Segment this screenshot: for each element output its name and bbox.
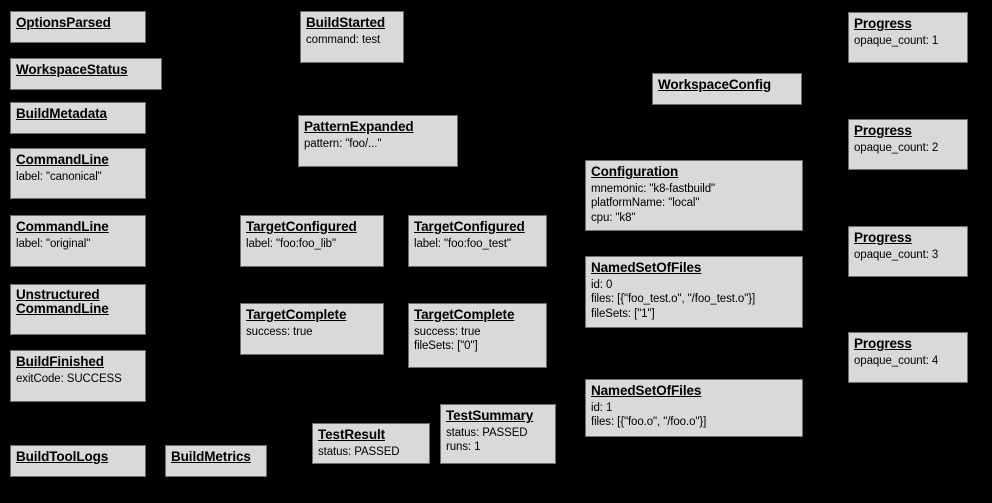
node-field: label: "foo:foo_test" <box>414 238 511 250</box>
node-field: fileSets: ["0"] <box>414 340 478 353</box>
node-field: status: PASSED <box>318 446 400 458</box>
node-field: pattern: "foo/..." <box>304 138 382 150</box>
node-fields: status: PASSED runs: 1 <box>446 426 550 455</box>
node-fields: success: true <box>246 325 378 339</box>
node-fields: label: "foo:foo_test" <box>414 237 541 251</box>
node-fields: pattern: "foo/..." <box>304 137 452 151</box>
node-title: BuildMetrics <box>171 449 251 464</box>
node-fields: opaque_count: 1 <box>854 34 962 48</box>
node-fields: id: 0 files: [{"foo_test.o", "/foo_test.o… <box>591 278 797 321</box>
graph-node-test-result[interactable]: TestResult status: PASSED <box>312 423 430 464</box>
node-title: TestSummary <box>446 408 534 423</box>
node-title: PatternExpanded <box>304 119 414 134</box>
graph-node-workspace-status[interactable]: WorkspaceStatus <box>10 58 162 90</box>
graph-node-configuration[interactable]: Configuration mnemonic: "k8-fastbuild" pla… <box>585 160 803 231</box>
node-field: opaque_count: 1 <box>854 35 939 47</box>
graph-node-command-line-original[interactable]: CommandLine label: "original" <box>10 215 146 267</box>
node-field: opaque_count: 3 <box>854 249 939 261</box>
node-title: NamedSetOfFiles <box>591 260 702 275</box>
node-title: BuildToolLogs <box>16 449 109 464</box>
node-field: cpu: "k8" <box>591 211 636 224</box>
node-title: TargetConfigured <box>246 219 357 234</box>
node-field: status: PASSED <box>446 427 528 439</box>
graph-node-target-complete-lib[interactable]: TargetComplete success: true <box>240 303 384 355</box>
node-fields: opaque_count: 3 <box>854 248 962 262</box>
node-field: mnemonic: "k8-fastbuild" <box>591 183 716 195</box>
node-title: Unstructured CommandLine <box>16 287 109 316</box>
graph-node-target-configured-foo-test[interactable]: TargetConfigured label: "foo:foo_test" <box>408 215 547 267</box>
node-fields: label: "canonical" <box>16 170 140 184</box>
graph-node-unstructured-command-line[interactable]: Unstructured CommandLine <box>10 284 146 335</box>
node-field: files: [{"foo.o", "/foo.o"}] <box>591 416 707 429</box>
node-title: TestResult <box>318 427 386 442</box>
graph-node-test-summary[interactable]: TestSummary status: PASSED runs: 1 <box>440 404 556 464</box>
node-title: TargetComplete <box>246 307 347 322</box>
node-field: id: 0 <box>591 279 613 291</box>
node-field: files: [{"foo_test.o", "/foo_test.o"}] <box>591 293 756 306</box>
node-fields: id: 1 files: [{"foo.o", "/foo.o"}] <box>591 401 797 430</box>
graph-node-progress-3[interactable]: Progress opaque_count: 3 <box>848 226 968 277</box>
node-field: exitCode: SUCCESS <box>16 373 122 385</box>
node-title: NamedSetOfFiles <box>591 383 702 398</box>
node-title: BuildMetadata <box>16 106 107 121</box>
node-fields: status: PASSED <box>318 445 424 459</box>
graph-node-options-parsed[interactable]: OptionsParsed <box>10 11 146 43</box>
node-title: Configuration <box>591 164 679 179</box>
node-title: Progress <box>854 336 912 351</box>
node-field: platformName: "local" <box>591 197 700 210</box>
node-field: label: "canonical" <box>16 171 102 183</box>
node-field: success: true <box>246 326 313 338</box>
graph-node-workspace-config[interactable]: WorkspaceConfig <box>652 73 802 105</box>
node-field: opaque_count: 4 <box>854 355 939 367</box>
graph-node-target-complete-test[interactable]: TargetComplete success: true fileSets: ["0… <box>408 303 547 368</box>
node-field: command: test <box>306 34 381 46</box>
graph-node-progress-4[interactable]: Progress opaque_count: 4 <box>848 332 968 383</box>
graph-node-named-set-of-files-1[interactable]: NamedSetOfFiles id: 1 files: [{"foo.o", "/… <box>585 379 803 437</box>
node-title: WorkspaceStatus <box>16 62 128 77</box>
graph-node-build-tool-logs[interactable]: BuildToolLogs <box>10 445 146 477</box>
node-fields: success: true fileSets: ["0"] <box>414 325 541 354</box>
graph-node-progress-1[interactable]: Progress opaque_count: 1 <box>848 12 968 63</box>
graph-node-target-configured-foo-lib[interactable]: TargetConfigured label: "foo:foo_lib" <box>240 215 384 267</box>
node-fields: exitCode: SUCCESS <box>16 372 140 386</box>
graph-node-named-set-of-files-0[interactable]: NamedSetOfFiles id: 0 files: [{"foo_test.o… <box>585 256 803 328</box>
node-title: TargetConfigured <box>414 219 525 234</box>
node-field: label: "foo:foo_lib" <box>246 238 336 250</box>
node-title: BuildFinished <box>16 354 104 369</box>
node-title: Progress <box>854 16 912 31</box>
node-field: runs: 1 <box>446 441 481 454</box>
node-fields: opaque_count: 2 <box>854 141 962 155</box>
node-title: CommandLine <box>16 152 109 167</box>
node-title: WorkspaceConfig <box>658 77 772 92</box>
node-title: OptionsParsed <box>16 15 111 30</box>
graph-node-build-started[interactable]: BuildStarted command: test <box>300 11 404 63</box>
node-fields: mnemonic: "k8-fastbuild" platformName: "l… <box>591 182 797 225</box>
node-fields: label: "foo:foo_lib" <box>246 237 378 251</box>
node-title: CommandLine <box>16 219 109 234</box>
node-field: label: "original" <box>16 238 91 250</box>
node-fields: label: "original" <box>16 237 140 251</box>
node-fields: opaque_count: 4 <box>854 354 962 368</box>
graph-node-progress-2[interactable]: Progress opaque_count: 2 <box>848 119 968 170</box>
node-field: id: 1 <box>591 402 613 414</box>
node-field: success: true <box>414 326 481 338</box>
node-field: opaque_count: 2 <box>854 142 939 154</box>
graph-node-build-metrics[interactable]: BuildMetrics <box>165 445 267 477</box>
graph-node-build-finished[interactable]: BuildFinished exitCode: SUCCESS <box>10 350 146 402</box>
node-title: Progress <box>854 230 912 245</box>
node-fields: command: test <box>306 33 398 47</box>
node-title: TargetComplete <box>414 307 515 322</box>
graph-node-command-line-canonical[interactable]: CommandLine label: "canonical" <box>10 148 146 199</box>
graph-node-build-metadata[interactable]: BuildMetadata <box>10 102 146 134</box>
node-title: Progress <box>854 123 912 138</box>
node-field: fileSets: ["1"] <box>591 307 655 320</box>
graph-node-pattern-expanded[interactable]: PatternExpanded pattern: "foo/..." <box>298 115 458 167</box>
node-title: BuildStarted <box>306 15 386 30</box>
